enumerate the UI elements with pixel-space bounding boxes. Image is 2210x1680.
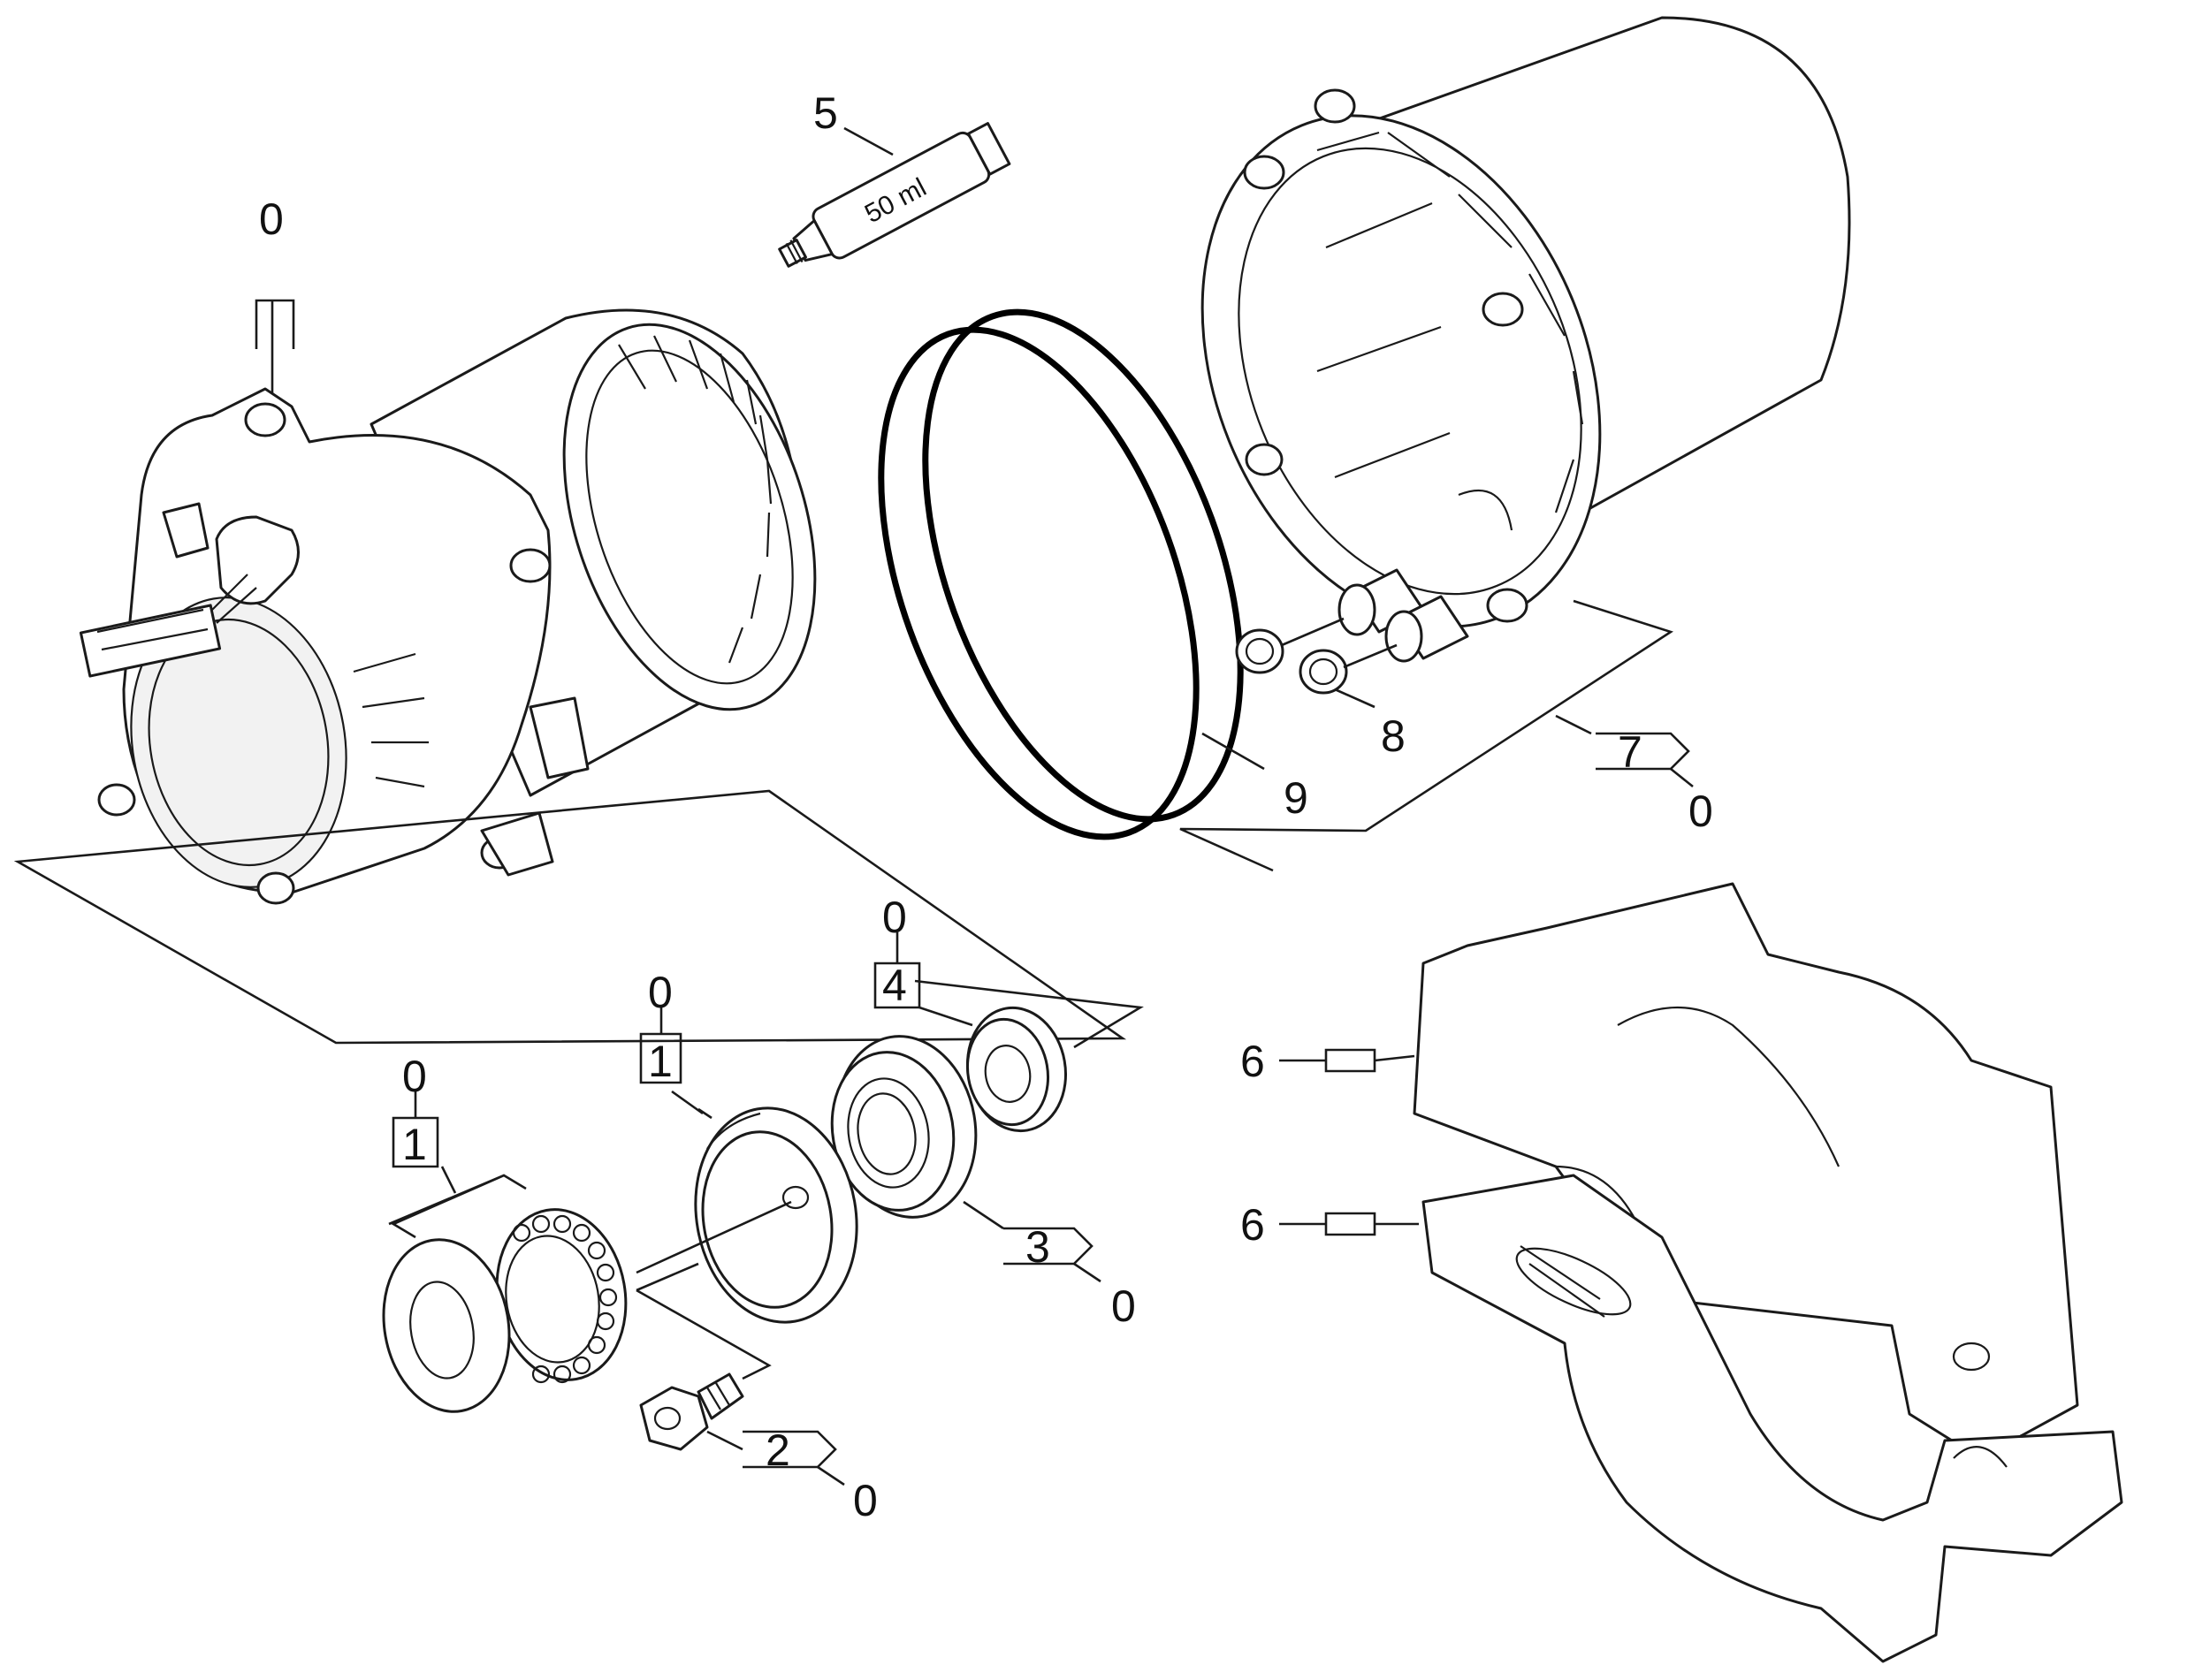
box-seal xyxy=(873,932,921,1009)
callout-seal-box: 4 xyxy=(882,961,907,1010)
leader-screw-ref xyxy=(817,1465,845,1486)
leader-bracket-upper xyxy=(1279,1048,1415,1073)
bracket-upper xyxy=(1413,882,2079,1460)
group-frame-bearing xyxy=(914,979,1144,1049)
leader-disc xyxy=(671,1090,713,1120)
leader-washer-c xyxy=(1334,688,1376,709)
motor-cover xyxy=(1200,16,1851,663)
group-frame-motor xyxy=(13,789,1127,1045)
callout-cover-group: 7 xyxy=(1618,727,1642,777)
leader-tube xyxy=(843,126,894,156)
group-frame-cover xyxy=(1179,599,1674,872)
bracket-motor-housing xyxy=(255,299,295,349)
leader-bearing xyxy=(963,1200,1004,1230)
callout-disc-box: 1 xyxy=(648,1037,673,1086)
callout-disc-ref: 0 xyxy=(648,968,673,1017)
thrust-washer xyxy=(382,1238,511,1413)
motor-housing xyxy=(79,308,817,905)
group-frame-thrust xyxy=(388,1174,527,1239)
leader-cover-group xyxy=(1555,714,1592,735)
leader-thrust xyxy=(440,1166,457,1194)
callout-o-ring: 9 xyxy=(1284,773,1308,823)
leader-bearing-ref xyxy=(1073,1262,1101,1283)
leader-washer-a xyxy=(1281,617,1345,647)
leader-washer-b xyxy=(1343,643,1398,669)
callout-bracket-lower: 6 xyxy=(1240,1200,1265,1250)
callout-motor-housing-ref: 0 xyxy=(259,194,284,244)
ball-bearing xyxy=(830,1035,978,1219)
o-ring xyxy=(878,308,1244,840)
leader-screw xyxy=(706,1430,743,1451)
diamond-screw xyxy=(743,1430,837,1469)
bearing-cup xyxy=(694,1106,858,1324)
shaft-seal xyxy=(965,1006,1068,1133)
callout-tube: 5 xyxy=(813,88,838,138)
leader-seal xyxy=(918,1006,973,1027)
leader-bracket-lower xyxy=(1279,1212,1419,1236)
diamond-cover-group xyxy=(1596,732,1690,771)
callout-bearing: 3 xyxy=(1025,1222,1050,1272)
callout-washer: 8 xyxy=(1381,711,1406,761)
box-disc xyxy=(639,1007,682,1084)
washers xyxy=(1235,628,1348,695)
diamond-bearing xyxy=(1003,1227,1094,1266)
callout-screw-ref: 0 xyxy=(853,1476,878,1525)
grease-tube: 50 ml xyxy=(778,122,1011,268)
leader-cover-group-ref xyxy=(1670,767,1694,788)
callout-cover-group-ref: 0 xyxy=(1688,787,1713,836)
callout-seal-ref: 0 xyxy=(882,893,907,942)
callout-thrust-ref: 0 xyxy=(402,1052,427,1101)
callout-bracket-upper: 6 xyxy=(1240,1037,1265,1086)
callout-bearing-ref: 0 xyxy=(1111,1281,1136,1331)
thrust-bearing xyxy=(495,1208,628,1384)
leader-o-ring xyxy=(1201,732,1265,771)
bracket-lower xyxy=(1421,1174,2123,1663)
callout-thrust-box: 1 xyxy=(402,1120,427,1169)
box-thrust xyxy=(392,1091,439,1168)
callout-screw: 2 xyxy=(766,1425,790,1475)
hex-screw xyxy=(639,1372,744,1451)
leader-shaft xyxy=(636,1200,792,1292)
group-frame-screw xyxy=(636,1289,772,1380)
